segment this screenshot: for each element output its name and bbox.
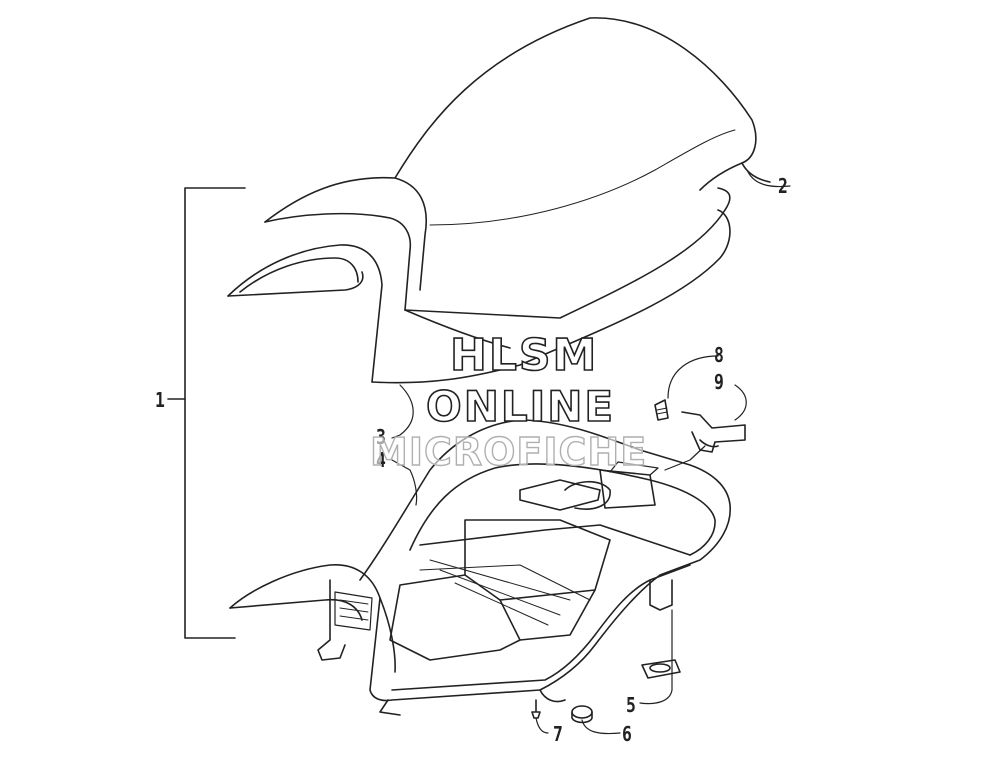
callout-6: 6	[622, 722, 632, 746]
callout-3: 3	[376, 425, 386, 449]
watermark-line1: HLSM	[449, 329, 599, 382]
watermark-line3: MICROFICHE	[369, 429, 648, 474]
callout-5: 5	[626, 693, 636, 717]
callout-9: 9	[714, 370, 724, 394]
callout-8: 8	[714, 343, 724, 367]
seat-cushion	[227, 17, 771, 384]
seat-base	[229, 419, 731, 716]
small-parts	[531, 659, 681, 724]
assembly-bracket	[167, 187, 246, 639]
callout-1: 1	[155, 388, 165, 412]
seat-latch	[654, 399, 746, 453]
callout-4: 4	[376, 448, 386, 472]
callout-7: 7	[553, 722, 563, 746]
callout-2: 2	[778, 174, 788, 198]
watermark-line2: ONLINE	[425, 381, 616, 432]
leader-lines	[391, 171, 791, 735]
